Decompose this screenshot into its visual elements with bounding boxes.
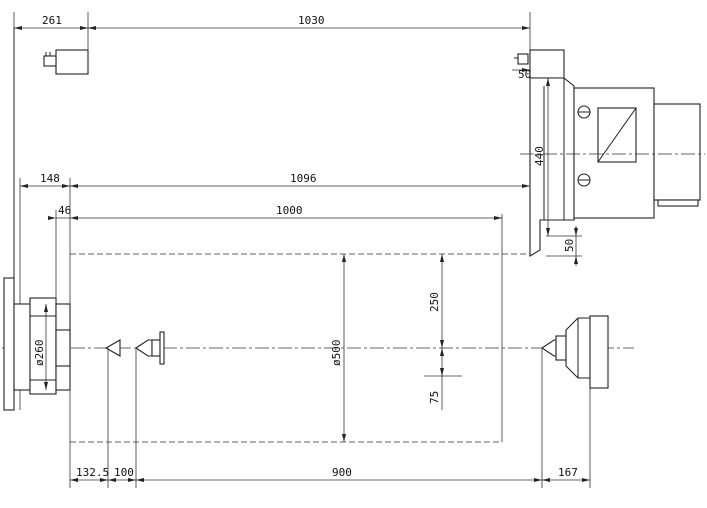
dim-1000-label: 1000	[276, 204, 303, 217]
dim-75-label: 75	[428, 391, 441, 404]
dim-148-label: 148	[40, 172, 60, 185]
dim-440-label: 440	[533, 146, 546, 166]
dim-d500-label: ø500	[330, 340, 343, 367]
dim-50-top-label: 50	[518, 68, 531, 81]
machine-head	[514, 49, 701, 257]
left-chuck	[3, 277, 71, 411]
dim-250-label: 250	[428, 292, 441, 312]
dimension-261-1030: 261 1030	[13, 12, 531, 52]
dim-50-right-label: 50	[563, 239, 576, 252]
dim-1096-label: 1096	[290, 172, 317, 185]
dim-132-label: 132.5	[76, 466, 109, 479]
dim-100-label: 100	[114, 466, 134, 479]
dimension-46-1000: 46 1000	[48, 204, 503, 442]
dim-167-label: 167	[558, 466, 578, 479]
dimension-d260: ø260	[33, 304, 48, 390]
dimension-440: 440	[533, 78, 550, 236]
dim-900-label: 900	[332, 466, 352, 479]
workpiece-envelope	[69, 253, 530, 488]
tool-triangle	[104, 339, 121, 488]
dim-261-label: 261	[42, 14, 62, 27]
dim-d260-label: ø260	[33, 340, 46, 367]
dimension-bottom-row: 132.5 100 900 167	[70, 466, 590, 482]
dim-1030-label: 1030	[298, 14, 325, 27]
dimension-148-1096: 148 1096	[19, 172, 530, 410]
dimension-250-75: 250 75	[424, 254, 462, 410]
dimension-50-right: 50	[546, 226, 582, 266]
tailstock-center	[135, 331, 165, 488]
dim-46-label: 46	[58, 204, 71, 217]
tailstock-block-top	[43, 49, 89, 75]
dimension-50-top: 50	[512, 68, 531, 81]
right-tailstock	[541, 315, 609, 488]
